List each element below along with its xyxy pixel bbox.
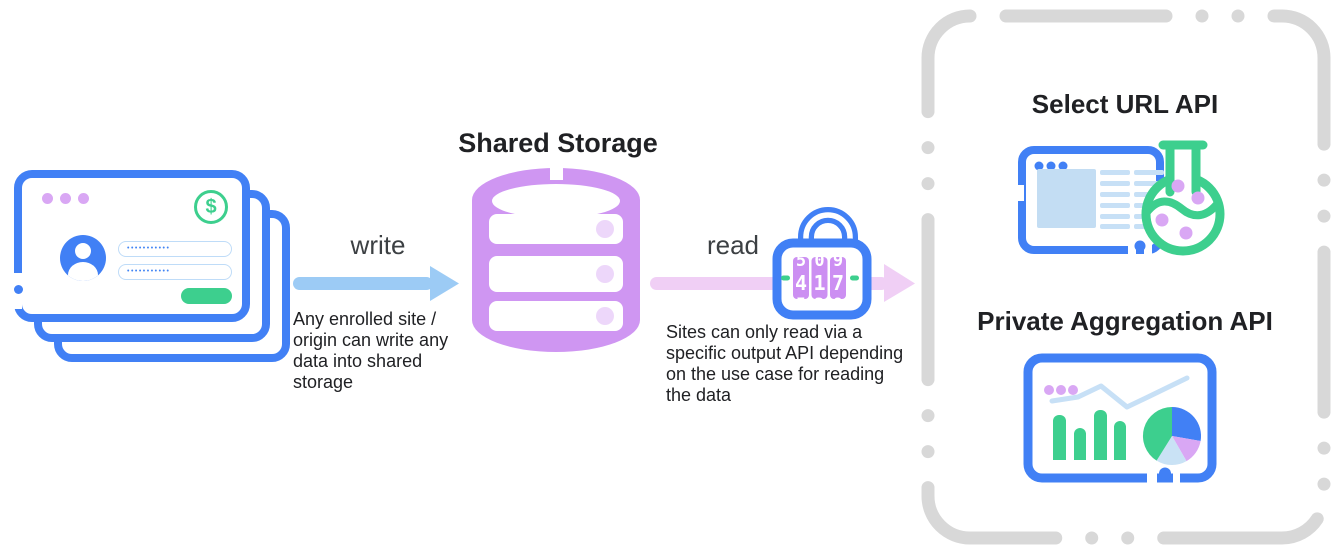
flask-bubbles bbox=[1155, 179, 1205, 240]
output-apis-dashed-border bbox=[921, 9, 1331, 545]
select-url-api-title: Select URL API bbox=[1031, 89, 1219, 119]
write-arrow-icon bbox=[293, 266, 459, 301]
write-note: Any enrolled site / origin can write any… bbox=[293, 309, 449, 392]
read-label: read bbox=[706, 230, 760, 260]
pie-chart-icon bbox=[1142, 406, 1202, 466]
line-chart-icon bbox=[1049, 375, 1190, 410]
db-row-dot bbox=[596, 307, 614, 325]
svg-text:4: 4 bbox=[795, 271, 807, 295]
svg-text:5: 5 bbox=[796, 251, 806, 271]
svg-text:5: 5 bbox=[796, 295, 806, 315]
select-url-api-icon bbox=[1016, 140, 1225, 257]
window-dot-icon bbox=[78, 193, 89, 204]
dollar-badge-icon: $ bbox=[194, 190, 228, 224]
window-dot-icon bbox=[42, 193, 53, 204]
border-dot-icon bbox=[13, 285, 23, 294]
window-dot-icon bbox=[60, 193, 71, 204]
db-row-dot bbox=[596, 220, 614, 238]
bar-chart-icon bbox=[1053, 410, 1126, 466]
submit-button[interactable] bbox=[181, 288, 232, 304]
private-aggregation-api-icon bbox=[1023, 353, 1217, 487]
combination-lock-icon: 5 0 9 4 1 7 5 2 9 bbox=[772, 207, 872, 320]
login-window: $ ••••••••••• ••••••••••• bbox=[13, 170, 250, 322]
svg-text:1: 1 bbox=[813, 271, 825, 295]
shared-storage-title: Shared Storage bbox=[458, 128, 658, 158]
read-note: Sites can only read via a specific outpu… bbox=[666, 322, 904, 405]
password-field-2[interactable]: ••••••••••• bbox=[118, 264, 232, 280]
svg-text:2: 2 bbox=[814, 295, 824, 315]
svg-text:0: 0 bbox=[814, 251, 824, 271]
svg-text:9: 9 bbox=[833, 295, 843, 315]
write-label: write bbox=[350, 230, 406, 260]
database-icon bbox=[472, 162, 640, 352]
svg-text:7: 7 bbox=[832, 271, 844, 295]
password-field-1[interactable]: ••••••••••• bbox=[118, 241, 232, 257]
db-row-dot bbox=[596, 265, 614, 283]
private-aggregation-api-title: Private Aggregation API bbox=[977, 306, 1273, 336]
dollar-glyph: $ bbox=[205, 196, 217, 218]
svg-text:9: 9 bbox=[833, 251, 843, 271]
flask-icon bbox=[1141, 140, 1225, 256]
browser-window-icon bbox=[1016, 146, 1164, 257]
user-avatar-icon bbox=[60, 235, 106, 281]
lock-dials: 5 0 9 4 1 7 5 2 9 bbox=[795, 251, 844, 315]
window-control-dots bbox=[42, 193, 89, 204]
